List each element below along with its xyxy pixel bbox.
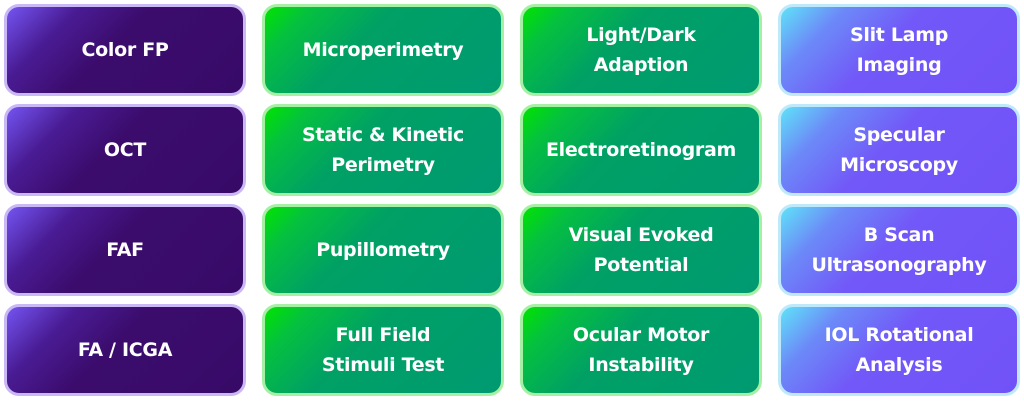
card-label: Electroretinogram — [545, 139, 737, 161]
card-color-fp[interactable]: Color FP — [4, 4, 246, 96]
test-grid: Color FP OCT FAF FA / ICGA Microperimetr… — [4, 4, 1020, 396]
card-fa-icga[interactable]: FA / ICGA — [4, 304, 246, 396]
card-label: OCT — [103, 139, 147, 161]
card-slit-lamp-imaging[interactable]: Slit Lamp Imaging — [778, 4, 1020, 96]
card-label: IOL Rotational Analysis — [824, 324, 974, 376]
card-label: Ocular Motor Instability — [572, 324, 710, 376]
card-specular-microscopy[interactable]: Specular Microscopy — [778, 104, 1020, 196]
card-label: Slit Lamp Imaging — [849, 24, 949, 76]
card-label: Microperimetry — [302, 39, 464, 61]
card-label: B Scan Ultrasonography — [811, 224, 987, 276]
card-label: Full Field Stimuli Test — [321, 324, 445, 376]
card-label: Specular Microscopy — [840, 124, 958, 176]
card-label: FA / ICGA — [77, 339, 173, 361]
card-faf[interactable]: FAF — [4, 204, 246, 296]
card-b-scan-ultrasonography[interactable]: B Scan Ultrasonography — [778, 204, 1020, 296]
card-label: Static & Kinetic Perimetry — [302, 124, 464, 176]
card-microperimetry[interactable]: Microperimetry — [262, 4, 504, 96]
card-ocular-motor-instability[interactable]: Ocular Motor Instability — [520, 304, 762, 396]
card-oct[interactable]: OCT — [4, 104, 246, 196]
card-label: Visual Evoked Potential — [568, 224, 714, 276]
card-iol-rotational-analysis[interactable]: IOL Rotational Analysis — [778, 304, 1020, 396]
card-visual-evoked-potential[interactable]: Visual Evoked Potential — [520, 204, 762, 296]
card-label: Light/Dark Adaption — [586, 24, 696, 76]
card-electroretinogram[interactable]: Electroretinogram — [520, 104, 762, 196]
card-label: FAF — [106, 239, 144, 261]
card-light-dark-adaption[interactable]: Light/Dark Adaption — [520, 4, 762, 96]
card-label: Pupillometry — [316, 239, 450, 261]
card-full-field-stimuli-test[interactable]: Full Field Stimuli Test — [262, 304, 504, 396]
card-static-kinetic-perimetry[interactable]: Static & Kinetic Perimetry — [262, 104, 504, 196]
card-label: Color FP — [81, 39, 169, 61]
card-pupillometry[interactable]: Pupillometry — [262, 204, 504, 296]
